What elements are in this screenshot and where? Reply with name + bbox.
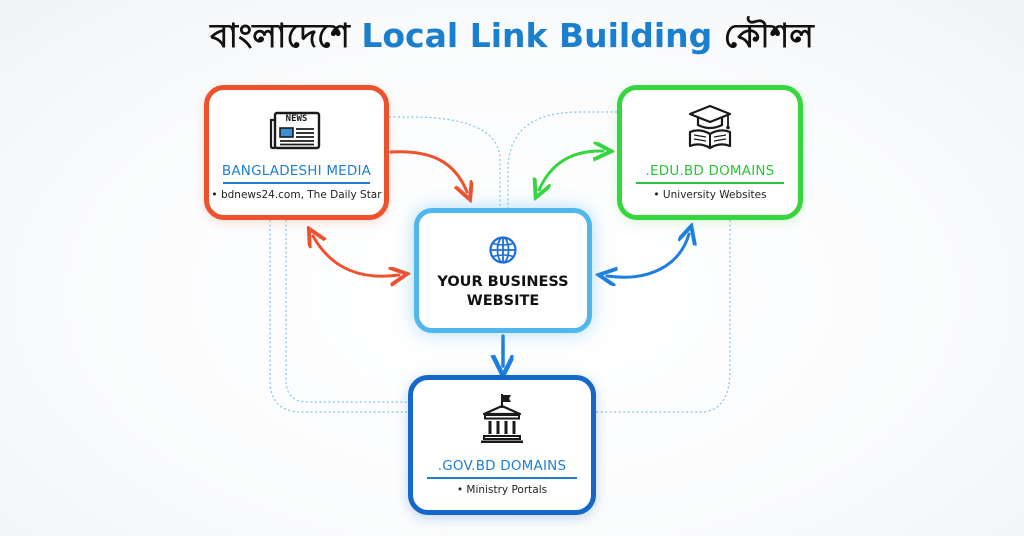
diagram-title: বাংলাদেশে Local Link Building কৌশল (0, 14, 1024, 58)
edu-node-title: .EDU.BD DOMAINS (645, 163, 775, 179)
newspaper-icon-label: NEWS (285, 114, 308, 124)
newspaper-icon: NEWS (209, 110, 384, 152)
website-node-title-line-2: WEBSITE (466, 293, 540, 309)
website-node: YOUR BUSINESS WEBSITE (414, 208, 592, 333)
gov-node-title: .GOV.BD DOMAINS (437, 458, 567, 474)
title-accent: Local Link Building (361, 16, 713, 55)
media-node-divider (223, 182, 370, 184)
graduation-cap-book-icon (622, 104, 798, 150)
title-bengali-prefix: বাংলাদেশে (210, 16, 350, 55)
edu-node-divider (636, 182, 784, 184)
government-building-flag-icon (413, 392, 591, 444)
media-node-title: BANGLADESHI MEDIA (221, 163, 372, 179)
gov-node: .GOV.BD DOMAINS • Ministry Portals (408, 375, 596, 515)
media-node-bullet: • bdnews24.com, The Daily Star (211, 189, 382, 201)
website-node-title-line-1: YOUR BUSINESS (437, 274, 569, 290)
media-to-website-arrow (389, 150, 467, 192)
edu-node: .EDU.BD DOMAINS • University Websites (617, 85, 803, 220)
dashed-background-routes (269, 111, 731, 413)
title-bengali-suffix: কৌশল (723, 16, 814, 55)
media-node: NEWS BANGLADESHI MEDIA • bdnews24.com, T… (204, 85, 389, 220)
media-website-bidirectional-arrow (313, 236, 399, 276)
globe-icon (419, 235, 587, 265)
edu-website-bidirectional-arrow (539, 151, 603, 190)
gov-node-bullet: • Ministry Portals (456, 484, 548, 496)
gov-node-divider (427, 477, 577, 479)
edu-node-bullet: • University Websites (653, 189, 767, 201)
website-edu-bidirectional-arrow (607, 234, 689, 277)
